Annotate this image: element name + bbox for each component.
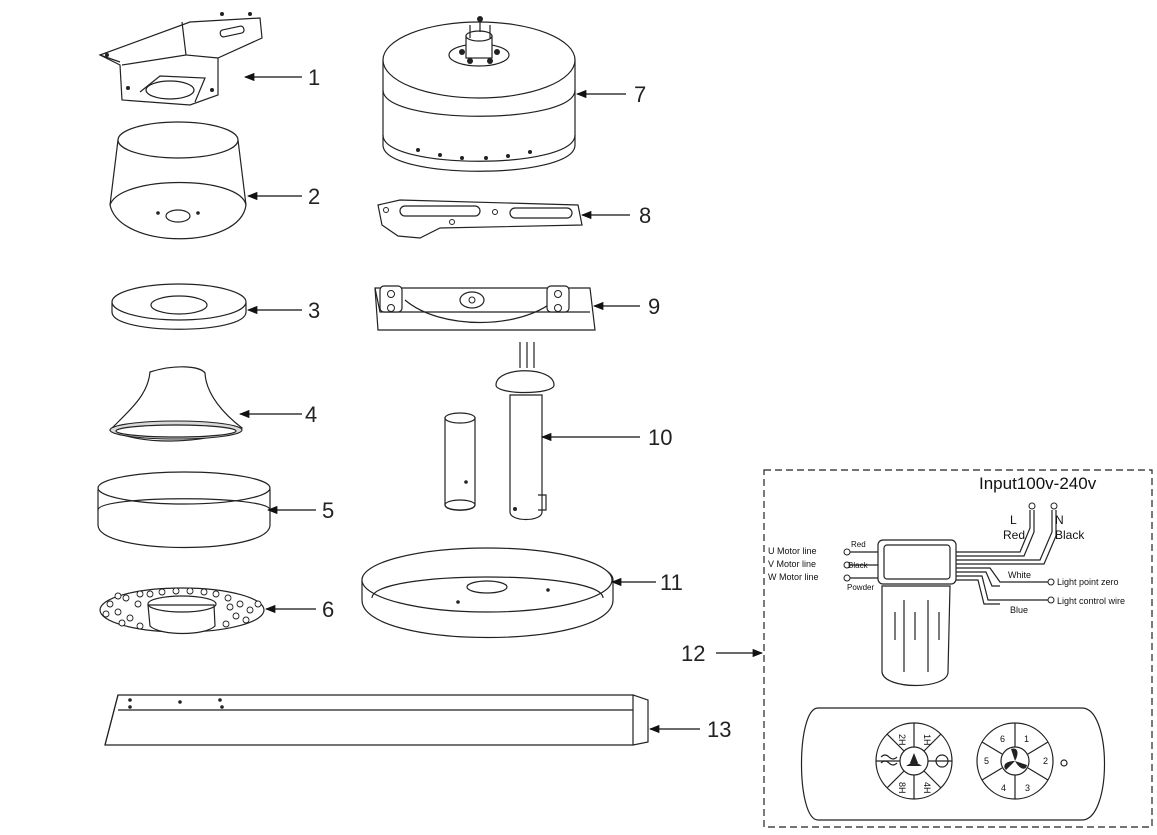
light-control-wire-label: Light control wire [1057, 596, 1125, 606]
n-label: N [1055, 513, 1064, 527]
n-black-label: Black [1055, 528, 1085, 542]
speed-6-button[interactable]: 6 [1000, 734, 1005, 744]
speed-4-button[interactable]: 4 [1001, 783, 1006, 793]
remote-control: 2H 1H 4H 8H 1 2 3 4 5 6 [800, 707, 1106, 821]
part-number-6: 6 [322, 597, 334, 622]
part-4-cover [108, 366, 244, 442]
remote-light-buttons: 2H 1H 4H 8H [875, 722, 953, 800]
speed-2-button[interactable]: 2 [1043, 756, 1048, 766]
part-5-lamp-shade [97, 471, 271, 549]
part-13-blade [104, 694, 649, 746]
speed-5-button[interactable]: 5 [984, 756, 989, 766]
part-2-canopy [109, 121, 247, 240]
part-number-13: 13 [707, 717, 731, 742]
part-number-2: 2 [308, 184, 320, 209]
speed-1-button[interactable]: 1 [1024, 734, 1029, 744]
part-number-3: 3 [308, 298, 320, 323]
white-wire-label: White [1008, 570, 1031, 580]
part-number-7: 7 [634, 82, 646, 107]
part-number-9: 9 [648, 294, 660, 319]
leader-arrows [238, 72, 764, 734]
powder-wire-label: Powder [847, 583, 874, 592]
reverse-icon[interactable] [935, 754, 949, 768]
blue-wire-label: Blue [1010, 605, 1028, 615]
w-motor-line-label: W Motor line [768, 572, 819, 582]
timer-8h-button[interactable]: 8H [897, 782, 907, 794]
light-point-zero-label: Light point zero [1057, 577, 1119, 587]
part-8-plate [377, 199, 583, 239]
l-red-label: Red [1003, 528, 1025, 542]
l-label: L [1010, 513, 1017, 527]
part-3-ring [111, 283, 247, 330]
black-wire-label: Black [848, 561, 869, 570]
part-1-mounting-bracket [98, 12, 263, 106]
part-number-1: 1 [308, 65, 320, 90]
fan-icon[interactable] [1004, 748, 1027, 770]
part-12-wiring-box: Input100v-240v L Red N Black White Blue … [763, 469, 1153, 828]
part-numbers: 1 2 3 4 5 6 7 8 9 10 11 12 13 [305, 65, 731, 742]
indicator-icon [1060, 759, 1068, 767]
part-6-led-board [99, 587, 265, 635]
part-number-12: 12 [681, 641, 705, 666]
part-10-downrods [444, 342, 555, 521]
timer-4h-button[interactable]: 4H [922, 782, 932, 794]
input-voltage-label: Input100v-240v [979, 474, 1097, 493]
speed-3-button[interactable]: 3 [1025, 783, 1030, 793]
part-9-base-bracket [374, 285, 596, 331]
receiver-icon [877, 539, 957, 686]
v-motor-line-label: V Motor line [768, 559, 816, 569]
part-11-light-tray [361, 547, 614, 638]
natural-wind-icon[interactable] [880, 754, 898, 766]
timer-2h-button[interactable]: 2H [897, 734, 907, 746]
timer-1h-button[interactable]: 1H [922, 734, 932, 746]
part-number-11: 11 [660, 570, 683, 595]
part-number-10: 10 [648, 425, 672, 450]
part-number-5: 5 [322, 498, 334, 523]
part-number-8: 8 [639, 203, 651, 228]
part-number-4: 4 [305, 402, 317, 427]
remote-speed-buttons: 1 2 3 4 5 6 [976, 722, 1068, 800]
u-motor-line-label: U Motor line [768, 546, 817, 556]
red-wire-label: Red [851, 540, 866, 549]
part-7-motor [382, 16, 576, 172]
